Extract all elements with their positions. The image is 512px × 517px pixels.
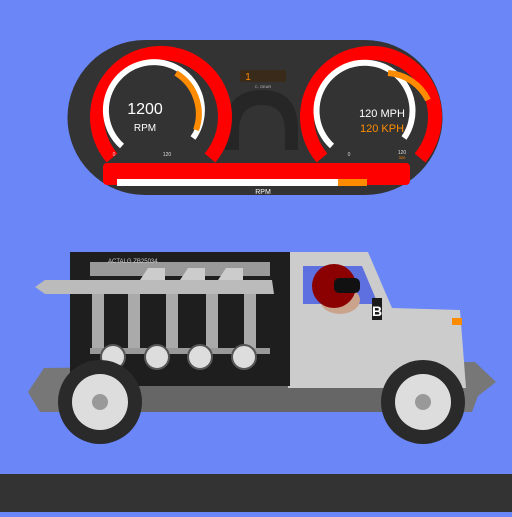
crank-wheel — [231, 344, 257, 370]
dashboard: 1200 RPM 0 120 1 C. GEAR 120 MPH 120 KPH… — [67, 40, 443, 196]
cylinder — [206, 294, 218, 352]
cylinder — [92, 294, 104, 352]
intake-bulb — [218, 268, 243, 280]
rpm-bar: RPM — [103, 163, 410, 196]
crank-wheel — [144, 344, 170, 370]
gear-display — [240, 70, 286, 82]
speedometer: 120 MPH 120 KPH 0 120 320 — [300, 45, 442, 163]
tach-red-arc — [90, 45, 232, 163]
intake-bulb — [180, 268, 205, 280]
rpm-bar-track — [117, 179, 367, 186]
rpm-bar-fill-orange — [338, 179, 367, 186]
rear-hub — [92, 394, 108, 410]
speedo-max-label: 120 — [398, 150, 407, 156]
speedo-orange-arc — [387, 70, 431, 102]
crank-wheels — [100, 344, 257, 370]
cylinder — [244, 294, 256, 352]
gear-indicator: 1 C. GEAR — [240, 70, 286, 89]
speedo-kph: 120 KPH — [360, 123, 404, 135]
driver-visor — [334, 278, 360, 293]
tach-value: 1200 — [127, 101, 163, 118]
front-wheel — [381, 360, 465, 444]
dashboard-center-arch — [225, 90, 298, 150]
engine-cylinders — [92, 294, 256, 352]
crank-rail — [90, 348, 270, 354]
ground — [0, 474, 512, 512]
rpm-bar-label: RPM — [255, 189, 271, 196]
intake-bulb — [140, 268, 165, 280]
chassis-lower — [100, 386, 420, 412]
speedo-white-arc — [313, 59, 416, 149]
tachometer: 1200 RPM 0 120 — [90, 45, 232, 163]
tach-max-label: 120 — [163, 152, 172, 158]
tach-unit: RPM — [134, 123, 156, 134]
front-hub — [415, 394, 431, 410]
headlight — [452, 318, 462, 325]
tach-white-arc — [102, 59, 205, 149]
cab-door-handle — [372, 298, 382, 320]
dashboard-panel — [67, 40, 443, 195]
crank-wheel — [187, 344, 213, 370]
cylinder — [128, 294, 140, 352]
tach-orange-arc — [174, 70, 202, 132]
speedo-mph: 120 MPH — [359, 108, 405, 120]
exhaust-pipe — [35, 280, 274, 294]
speedo-max-sub-label: 320 — [399, 155, 406, 160]
intake-bulbs — [140, 268, 243, 280]
cab-letter: B — [372, 303, 382, 319]
gear-label: C. GEAR — [255, 84, 272, 89]
tach-min-label: 0 — [113, 152, 116, 158]
engine-badge: ACTALG ZB25034 — [108, 259, 158, 265]
cylinder — [166, 294, 178, 352]
gear-value: 1 — [245, 72, 251, 83]
rear-wheel — [58, 360, 142, 444]
speedo-min-label: 0 — [348, 152, 351, 158]
speedo-red-arc — [300, 45, 442, 163]
vehicle: B ACTALG ZB25034 — [28, 252, 496, 444]
